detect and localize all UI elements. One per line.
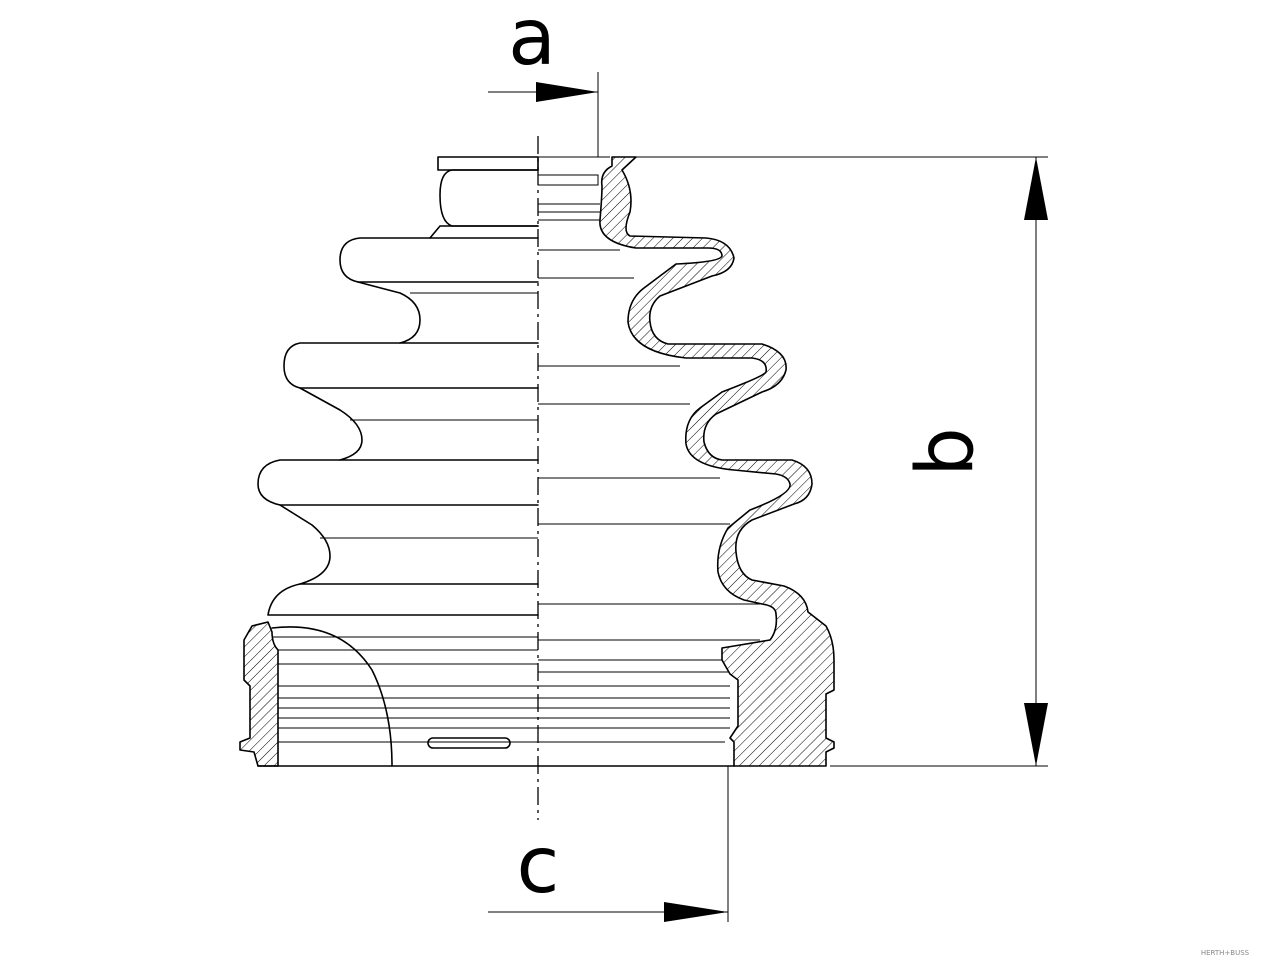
dim-b-label: b — [901, 427, 991, 477]
inner-grooves-left — [278, 649, 538, 743]
watermark-text: HERTH+BUSS — [1201, 949, 1250, 957]
dim-c-label: c — [517, 821, 560, 911]
inner-curve — [271, 626, 393, 767]
convolution-1 — [339, 237, 539, 283]
dim-c-arrowhead — [664, 902, 728, 922]
dim-a-arrowhead — [536, 82, 598, 102]
boot-section-half — [537, 156, 835, 767]
dim-b-arrow-bottom — [1024, 703, 1048, 766]
convolution-3 — [257, 459, 539, 506]
dimension-b: b — [612, 156, 1048, 767]
convolution-2 — [283, 342, 539, 389]
dimension-a: a — [488, 0, 599, 157]
valley-2 — [299, 387, 539, 461]
dim-b-arrow-top — [1024, 157, 1048, 220]
valley-1 — [357, 281, 539, 344]
drain-slot — [427, 737, 511, 749]
top-collar-body — [439, 169, 539, 227]
dim-a-label: a — [508, 0, 556, 83]
top-collar-flange — [437, 156, 539, 171]
valley-3 — [279, 504, 539, 585]
boot-exterior-half — [239, 156, 539, 767]
dimension-c: c — [488, 766, 729, 922]
left-wall-section — [239, 621, 279, 767]
bellows-wall-section — [599, 156, 835, 767]
skirt-upper — [267, 583, 539, 616]
top-collar-step — [429, 225, 539, 239]
